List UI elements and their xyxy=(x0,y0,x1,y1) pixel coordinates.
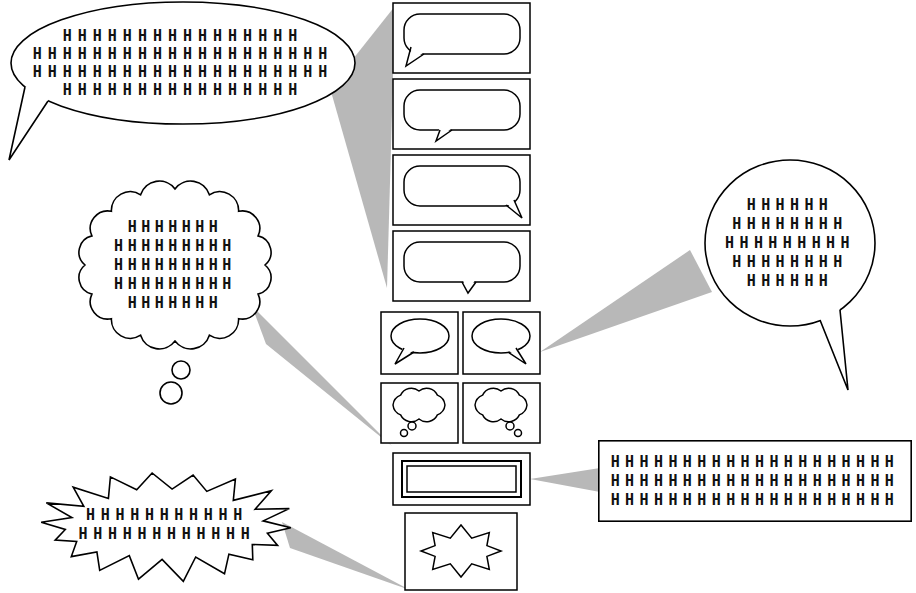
balloon-tail xyxy=(9,87,48,160)
palette-frame xyxy=(393,453,530,505)
mini-balloon xyxy=(404,90,520,130)
balloon-tail xyxy=(820,298,848,390)
thought-bubble xyxy=(160,382,182,404)
mini-bubble xyxy=(408,422,416,430)
mini-burst xyxy=(421,525,501,577)
mini-bubble xyxy=(401,430,408,437)
leader-wedge xyxy=(282,522,410,590)
palette-frame xyxy=(463,312,540,374)
burst-balloon: HHHHHHHHHHH HHHHHHHHHHHH xyxy=(40,470,295,580)
palette-frame xyxy=(405,513,517,590)
mini-tail xyxy=(395,346,414,364)
mini-tail xyxy=(406,47,424,66)
mini-tail xyxy=(505,196,522,218)
balloon-text: HHHHHHHHHHH HHHHHHHHHHHH xyxy=(79,506,256,544)
mini-bubble xyxy=(506,422,514,430)
mini-tail xyxy=(506,200,522,218)
rect-balloon: HHHHHHHHHHHHHHHHHHHH HHHHHHHHHHHHHHHHHHH… xyxy=(598,440,912,522)
mini-tail xyxy=(436,130,452,141)
mini-tail xyxy=(508,348,526,364)
caption-rectangle xyxy=(599,441,911,521)
mini-rectangle xyxy=(402,461,521,497)
mini-round-balloon xyxy=(391,319,449,353)
mini-tail xyxy=(462,278,476,293)
mini-bubble xyxy=(515,430,522,437)
leader-wedge xyxy=(252,306,392,446)
palette-frame xyxy=(393,155,530,225)
balloon-text: HHHHHHH HHHHHHHHH HHHHHHHHH HHHHHHHHH HH… xyxy=(114,218,236,313)
palette-frame xyxy=(463,383,540,443)
balloon-tail xyxy=(9,78,53,160)
round-balloon: HHHHHH HHHHHHHH HHHHHHHHH HHHHHHHH HHHHH… xyxy=(700,158,885,393)
palette-frame xyxy=(393,3,530,73)
mini-rectangle xyxy=(407,466,516,492)
balloon-text: HHHHHHHHHHHHHHHH HHHHHHHHHHHHHHHHHHHH HH… xyxy=(33,27,334,99)
thought-bubble xyxy=(172,361,190,379)
balloon-tail xyxy=(820,310,848,390)
balloon-text: HHHHHH HHHHHHHH HHHHHHHHH HHHHHHHH HHHHH… xyxy=(725,196,855,291)
mini-tail xyxy=(395,348,414,364)
thought-cloud xyxy=(79,181,271,349)
burst-balloon xyxy=(41,473,291,581)
palette-frame xyxy=(381,383,458,443)
round-speech-balloon xyxy=(705,160,875,326)
mini-tail xyxy=(406,48,424,66)
speech-balloon xyxy=(11,2,355,124)
balloon-text: HHHHHHHHHHHHHHHHHHHH HHHHHHHHHHHHHHHHHHH… xyxy=(611,453,900,510)
mini-balloon xyxy=(404,166,520,206)
cloud-balloon: HHHHHHH HHHHHHHHH HHHHHHHHH HHHHHHHHH HH… xyxy=(75,180,280,425)
mini-balloon xyxy=(404,242,520,282)
palette-frame xyxy=(393,79,530,149)
leader-wedge xyxy=(530,468,600,492)
mini-cloud xyxy=(393,388,445,421)
mini-round-balloon xyxy=(472,319,530,353)
mini-tail xyxy=(436,126,452,141)
mini-tail xyxy=(508,346,526,364)
palette-frame xyxy=(381,312,458,374)
palette-frame xyxy=(393,231,530,301)
leader-wedge xyxy=(540,250,712,352)
oval-balloon: HHHHHHHHHHHHHHHH HHHHHHHHHHHHHHHHHHHH HH… xyxy=(3,0,358,165)
mini-balloon xyxy=(404,14,520,54)
mini-cloud xyxy=(475,388,527,421)
mini-tail xyxy=(462,282,476,293)
